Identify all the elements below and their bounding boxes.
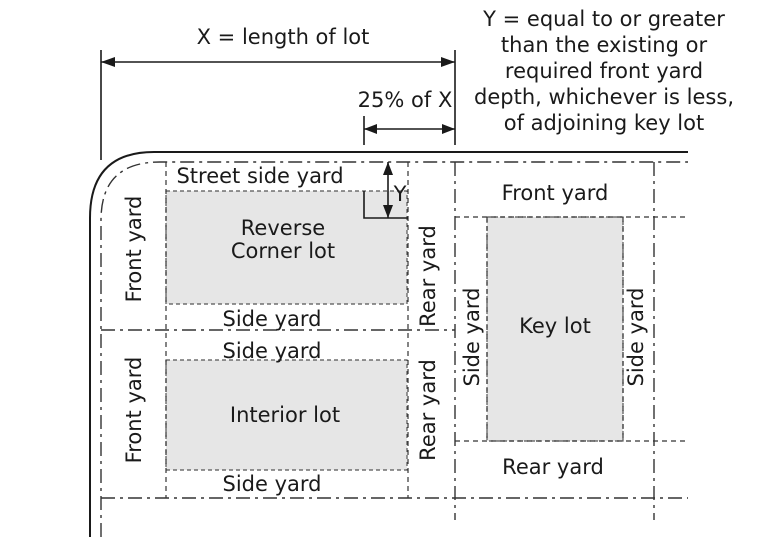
street-curb-line [89,151,688,537]
corner-lot-label-line-2: Corner lot [231,239,335,263]
key-front-yard-label: Front yard [502,181,609,205]
y-arrow-top [383,162,393,175]
interior-side-yard-bottom-label: Side yard [223,472,322,496]
y-definition-line-2: than the existing or [501,33,708,57]
corner-side-yard-label: Side yard [223,307,322,331]
pct-arrow-right [442,124,455,134]
pct-label: 25% of X [358,88,453,112]
corner-front-yard-label: Front yard [122,196,146,303]
key-side-yard-right-label: Side yard [624,288,648,387]
interior-side-yard-top-label: Side yard [223,339,322,363]
street-side-yard-label: Street side yard [176,164,343,188]
interior-front-yard-label: Front yard [122,357,146,464]
y-notch [363,191,408,219]
reverse-corner-lot-area [165,190,408,305]
x-definition: X = length of lot [197,25,370,49]
interior-lot-area [165,359,408,471]
y-definition-line-5: of adjoining key lot [504,111,704,135]
corner-rear-yard-label: Rear yard [416,225,440,327]
x-arrow-right [441,57,455,67]
pct-arrow-left [364,124,377,134]
x-arrow-left [101,57,115,67]
key-rear-yard-label: Rear yard [502,455,604,479]
street-property-line [100,161,688,537]
y-arrow-bottom [383,205,393,218]
key-side-yard-left-label: Side yard [460,288,484,387]
interior-lot-label: Interior lot [230,403,340,427]
y-definition-line-1: Y = equal to or greater [482,7,725,31]
y-definition-line-3: required front yard [505,59,703,83]
y-definition-line-4: depth, whichever is less, [474,85,734,109]
key-lot-label: Key lot [519,314,591,338]
interior-rear-yard-label: Rear yard [416,359,440,461]
key-lot-area [486,216,624,442]
corner-lot-label-line-1: Reverse [241,216,325,240]
y-label: Y [393,182,407,206]
